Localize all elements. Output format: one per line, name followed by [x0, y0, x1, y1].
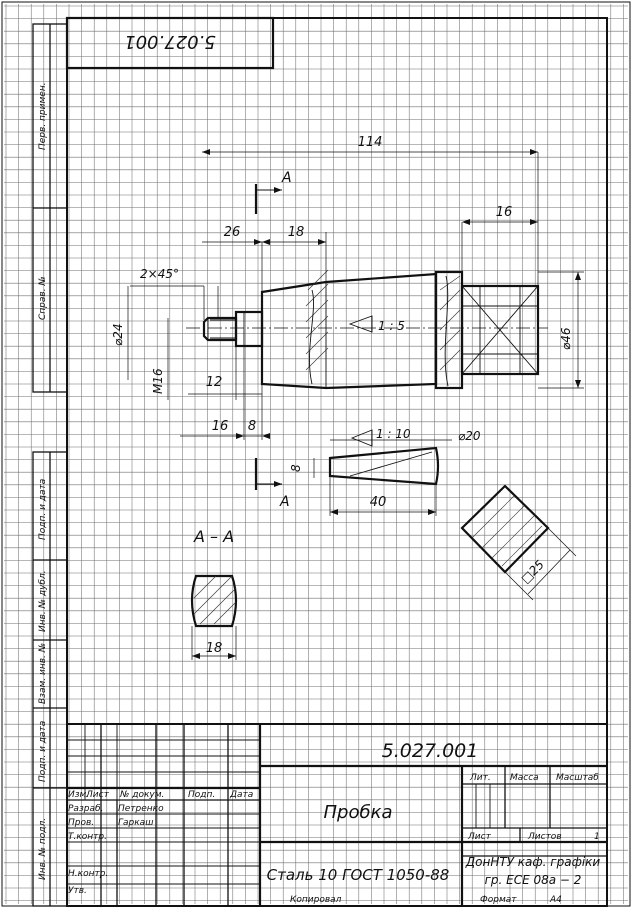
- dim-18-label: 18: [288, 225, 305, 240]
- organization-line-1: ДонНТУ каф. графіки: [465, 855, 601, 869]
- side-strip: Перв. примен. Справ. № Подп. и дата Инв.…: [32, 23, 68, 907]
- taper-main-label: 1 : 5: [378, 319, 405, 333]
- sheet-label: Лист: [467, 832, 492, 842]
- section-width-label: 18: [206, 641, 223, 656]
- checker-name: Гаркаш: [118, 818, 153, 828]
- scale-label: Масштаб: [556, 773, 599, 783]
- section-mark-bottom: А: [279, 494, 290, 510]
- chamfer-label: 2×45°: [140, 267, 179, 281]
- side-label-sign-date-1: Подп. и дата: [38, 479, 48, 540]
- col-header-docno: № докум.: [119, 790, 164, 800]
- dim-26-label: 26: [224, 225, 241, 240]
- mass-label: Масса: [510, 773, 539, 783]
- side-label-orig-inv: Инв. № подл.: [38, 818, 48, 880]
- developer-name: Петренко: [118, 804, 164, 814]
- taper-symbol-detail: [350, 429, 373, 447]
- phi20-label: ⌀20: [458, 429, 481, 443]
- taper-detail-label: 1 : 10: [376, 427, 411, 441]
- taper-detail-view: 1 : 10 ⌀20 8 40: [289, 427, 481, 516]
- organization-line-2: гр. ЕСЕ 08а − 2: [485, 873, 582, 887]
- side-label-dup-inv: Инв. № дубл.: [38, 570, 48, 632]
- dim-12-label: 12: [206, 375, 223, 390]
- side-label-sign-date-2: Подп. и дата: [38, 721, 48, 782]
- role-developer: Разраб.: [68, 804, 103, 814]
- detail-length-label: 40: [370, 495, 387, 510]
- dim-8-label: 8: [248, 419, 256, 434]
- format-value: А4: [549, 895, 562, 905]
- title-block: Изм. Лист № докум. Подп. Дата Разраб. Пр…: [66, 723, 608, 907]
- dim-16-bottom-label: 16: [212, 419, 229, 434]
- side-label-reference-no: Справ. №: [38, 276, 48, 320]
- m16-label: М16: [151, 368, 165, 394]
- dim-16-top-label: 16: [496, 205, 513, 220]
- role-tech-control: Т.контр.: [68, 832, 107, 842]
- graph-paper-grid: [4, 4, 628, 904]
- lit-label: Лит.: [469, 773, 491, 783]
- col-header-sheet: Лист: [85, 790, 110, 800]
- detail-height-label: 8: [289, 464, 303, 472]
- format-label: Формат: [480, 895, 517, 905]
- section-markers: А А: [254, 170, 292, 510]
- role-approved: Утв.: [68, 886, 87, 896]
- top-drawing-number: 5.027.001: [124, 31, 216, 52]
- phi46-label: ⌀46: [559, 327, 573, 350]
- phi24-label: ⌀24: [111, 324, 125, 347]
- sheets-value: 1: [594, 832, 600, 842]
- sheets-label: Листов: [527, 832, 562, 842]
- side-label-replaced-inv: Взам. инв. №: [38, 643, 48, 704]
- col-header-date: Дата: [229, 790, 253, 800]
- section-title: А – А: [193, 527, 234, 546]
- drawing-number: 5.027.001: [382, 740, 479, 762]
- role-norm-control: Н.контр.: [68, 869, 108, 879]
- square-end: [460, 284, 540, 376]
- section-aa: А – А 18: [190, 527, 238, 660]
- section-mark-top: А: [281, 170, 292, 186]
- main-dimensions: 114 26 18 16 2×45° ⌀24 М16 12 16 8 ⌀4: [111, 135, 584, 440]
- material-label: Сталь 10 ГОСТ 1050-88: [267, 866, 450, 884]
- side-label-first-use: Перв. примен.: [38, 82, 48, 150]
- part-title: Пробка: [324, 802, 393, 823]
- col-header-change: Изм.: [68, 790, 89, 800]
- top-number-box: 5.027.001: [65, 16, 275, 70]
- role-checker: Пров.: [68, 818, 94, 828]
- col-header-sign: Подп.: [188, 790, 215, 800]
- copied-label: Копировал: [290, 895, 342, 905]
- dim-114-label: 114: [358, 135, 383, 150]
- taper-symbol-main: [348, 315, 373, 333]
